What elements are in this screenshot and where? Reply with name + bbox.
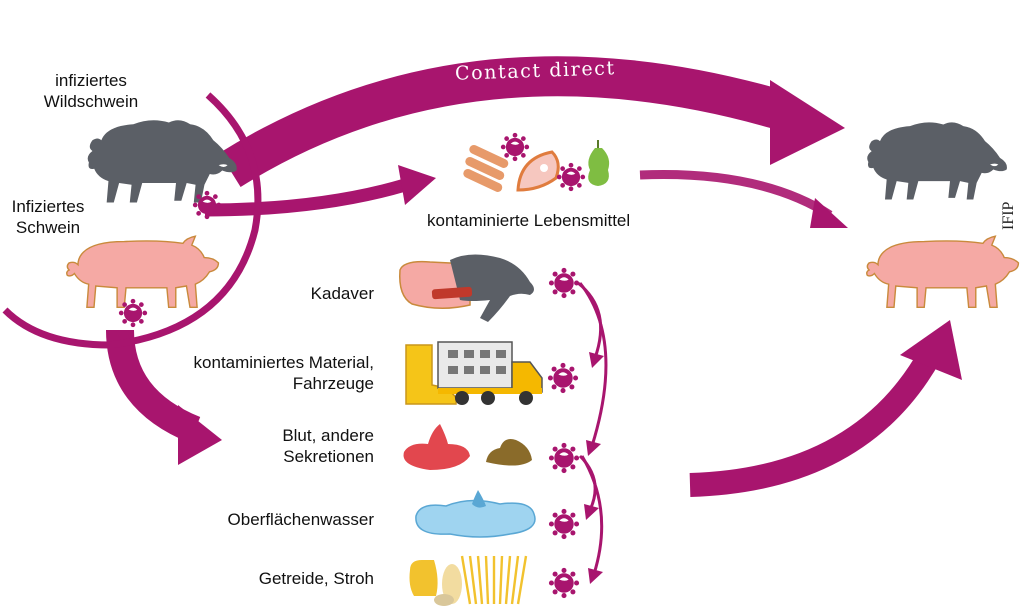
virus-icon [548, 508, 580, 540]
source-circle [2, 92, 262, 349]
route-label-grain: Getreide, Stroh [258, 569, 374, 588]
routes-to-target-arrow [689, 320, 962, 497]
wild-boar-icon [867, 122, 1007, 200]
route-label-material: kontaminiertes Material, Fahrzeuge [193, 353, 374, 393]
food-label: kontaminierte Lebensmittel [427, 211, 631, 230]
pear-icon [588, 140, 610, 186]
dung-icon [486, 439, 532, 466]
virus-icon [556, 162, 586, 192]
route-connector-arrows [577, 281, 608, 575]
route-label-blood: Blut, andere Sekretionen [282, 426, 374, 466]
pig-label: Infiziertes Schwein [11, 197, 85, 237]
ham-icon [516, 150, 560, 192]
credit-label: IFIP [1000, 201, 1017, 230]
contact-direct-arrow [219, 56, 845, 187]
sausage-icon [463, 144, 509, 192]
virus-icon [118, 298, 148, 328]
virus-icon [548, 567, 580, 599]
virus-icon [500, 132, 530, 162]
virus-icon [547, 362, 579, 394]
corn-icon [409, 560, 462, 606]
route-label-carcass: Kadaver [310, 284, 374, 303]
wild-boar-label: infiziertes Wildschwein [43, 71, 139, 111]
virus-icon [548, 267, 580, 299]
pig-icon [866, 235, 1020, 309]
carcass-icon [399, 254, 534, 322]
food-to-target-arrow [639, 170, 848, 228]
contaminated-food-group [463, 132, 610, 192]
water-puddle-icon [415, 490, 536, 538]
blood-icon [403, 424, 470, 470]
route-connector-heads [584, 352, 604, 584]
food-arrow [204, 165, 436, 217]
route-label-water: Oberflächenwasser [227, 510, 374, 529]
virus-icon [192, 190, 222, 220]
straw-icon [460, 555, 528, 605]
virus-icon [548, 442, 580, 474]
wild-boar-icon [87, 120, 237, 203]
truck-icon [437, 341, 543, 405]
